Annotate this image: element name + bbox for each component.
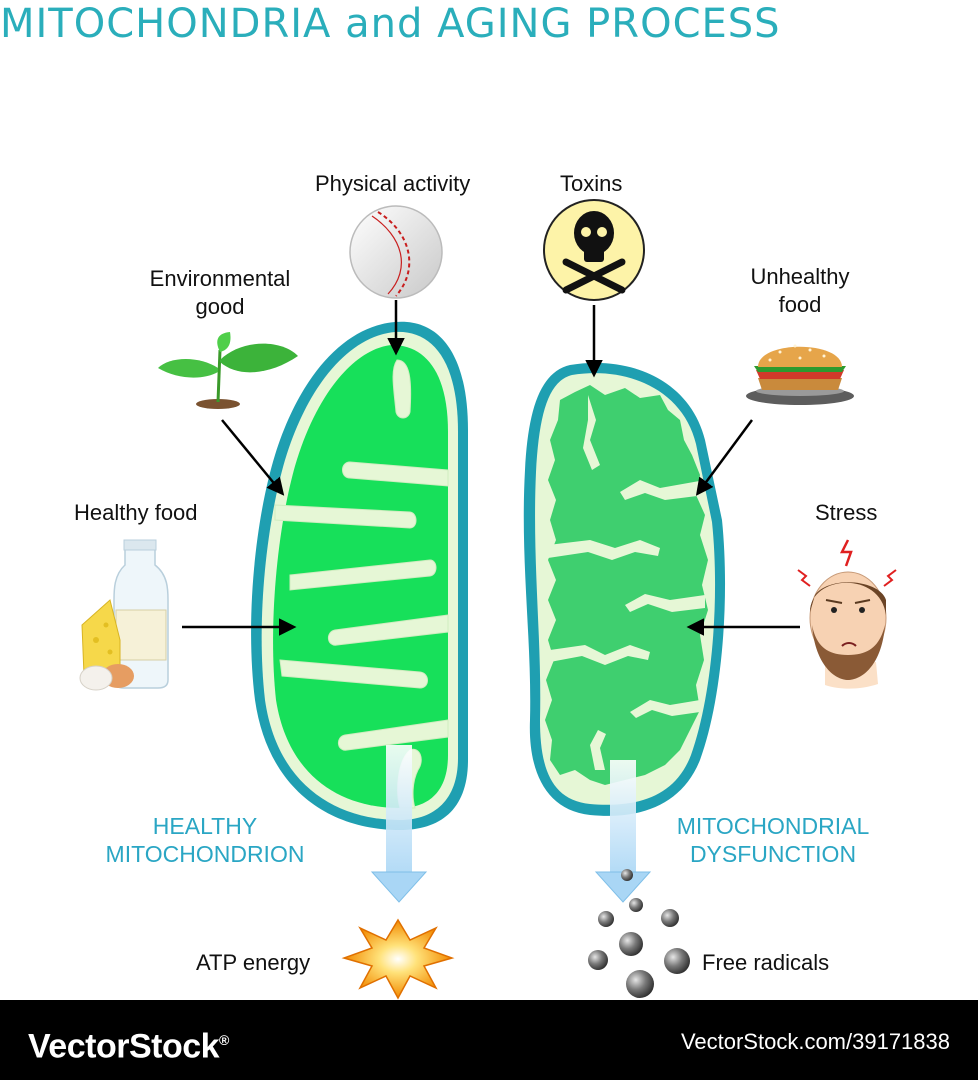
healthy-food-icon bbox=[79, 539, 169, 691]
label-environmental-good-line2: good bbox=[195, 294, 245, 319]
free-radicals-output-arrow bbox=[594, 760, 652, 903]
unhealthy-food-arrow bbox=[695, 419, 754, 496]
footer-brand-name: VectorStock bbox=[28, 1027, 220, 1066]
label-environmental-good-line1: Environmental bbox=[149, 266, 291, 291]
diagram-artwork bbox=[79, 199, 897, 1000]
label-stress: Stress bbox=[815, 500, 878, 525]
label-unhealthy-food-line2: food bbox=[778, 292, 822, 317]
label-atp-energy: ATP energy bbox=[196, 950, 311, 975]
stressed-face-icon bbox=[797, 539, 897, 689]
baseball-icon bbox=[349, 205, 443, 299]
label-physical-activity: Physical activity bbox=[315, 171, 471, 196]
footer-registered-mark: ® bbox=[219, 1032, 229, 1048]
plant-sprout-icon bbox=[158, 332, 298, 409]
free-radicals-icon bbox=[588, 869, 690, 998]
burger-icon bbox=[746, 344, 854, 405]
caption-mitochondrial-dysfunction-line1: MITOCHONDRIAL bbox=[676, 813, 870, 839]
footer-brand: VectorStock® bbox=[28, 1018, 229, 1068]
skull-crossbones-icon bbox=[543, 199, 645, 301]
caption-healthy-mitochondrion-line1: HEALTHY bbox=[152, 813, 258, 839]
label-healthy-food: Healthy food bbox=[74, 500, 198, 525]
atp-output-arrow bbox=[370, 745, 428, 903]
caption-mitochondrial-dysfunction-line2: DYSFUNCTION bbox=[689, 841, 857, 867]
environmental-good-arrow bbox=[221, 419, 285, 496]
healthy-mitochondrion bbox=[251, 321, 468, 830]
atp-energy-icon bbox=[341, 918, 455, 1000]
damaged-mitochondrion bbox=[523, 362, 726, 816]
label-toxins: Toxins bbox=[560, 171, 623, 196]
footer-bar: VectorStock® VectorStock.com/39171838 bbox=[0, 1000, 978, 1080]
page-title: MITOCHONDRIA and AGING PROCESS bbox=[0, 1, 781, 47]
label-free-radicals: Free radicals bbox=[702, 950, 830, 975]
label-unhealthy-food-line1: Unhealthy bbox=[750, 264, 850, 289]
caption-healthy-mitochondrion-line2: MITOCHONDRION bbox=[105, 841, 305, 867]
footer-url: VectorStock.com/39171838 bbox=[680, 1029, 950, 1054]
